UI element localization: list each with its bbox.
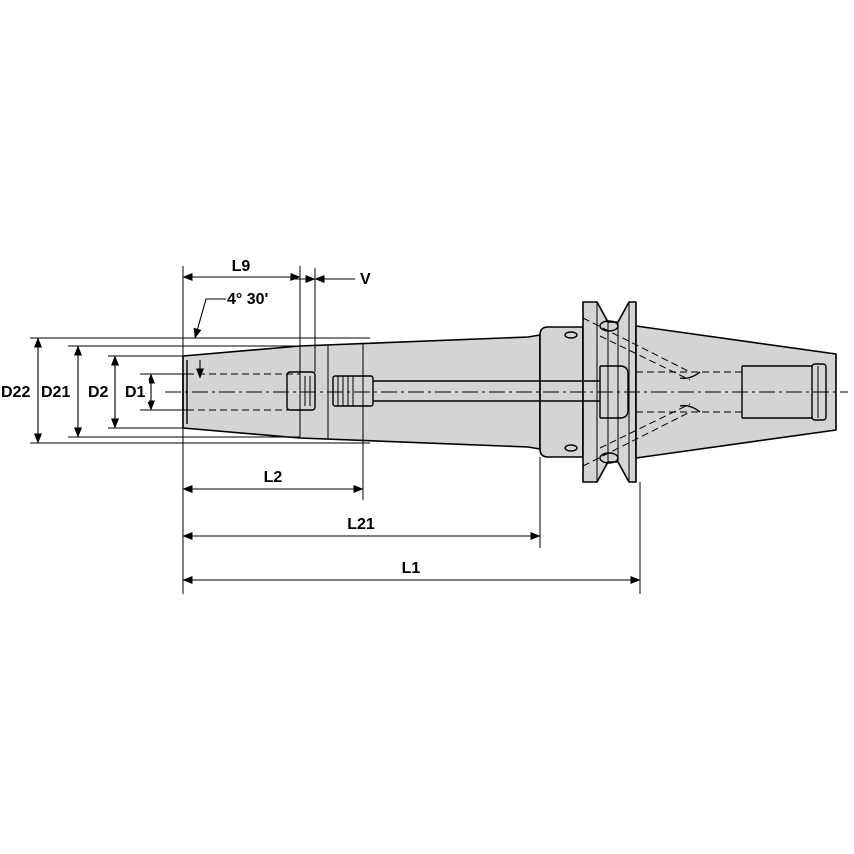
label-l1: L1 — [402, 560, 421, 577]
set-screw — [286, 371, 316, 411]
label-d22: D22 — [1, 384, 30, 401]
dimension-labels: L9 V 4° 30' D22 D21 D2 D1 L2 L21 L1 — [0, 258, 420, 577]
label-d2: D2 — [88, 384, 109, 401]
label-l2: L2 — [264, 469, 283, 486]
label-d21: D21 — [41, 384, 70, 401]
angle-leader — [193, 298, 226, 339]
label-angle: 4° 30' — [227, 291, 268, 308]
dimension-lines — [34, 273, 641, 584]
label-d1: D1 — [125, 384, 146, 401]
collar-hole-bottom — [564, 444, 578, 452]
label-l9: L9 — [232, 258, 251, 275]
label-l21: L21 — [347, 516, 375, 533]
collar-hole-top — [564, 331, 578, 339]
label-v: V — [360, 271, 371, 288]
